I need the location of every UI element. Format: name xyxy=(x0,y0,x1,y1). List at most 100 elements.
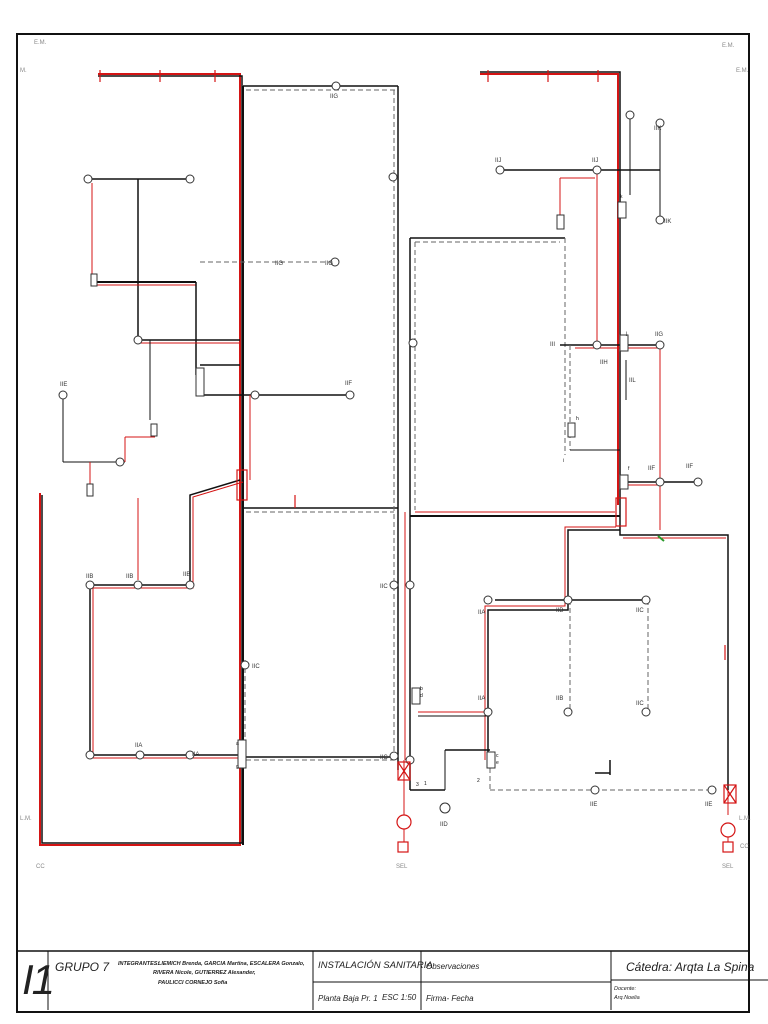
node-label: IIA xyxy=(478,696,485,702)
box-letter: k xyxy=(620,194,623,200)
fixture-node xyxy=(135,750,145,760)
fixture-node xyxy=(483,707,493,717)
node-label: IIC xyxy=(636,701,644,707)
node-label: IIE xyxy=(590,802,597,808)
fitting-box xyxy=(619,474,629,490)
node-label: IIG xyxy=(330,94,338,100)
sel-label-left: SEL xyxy=(396,864,408,870)
box-letter: c xyxy=(496,753,499,759)
fitting-box xyxy=(150,423,158,437)
fitting-box xyxy=(411,687,421,705)
right-house xyxy=(396,70,737,853)
sel-label-right: SEL xyxy=(722,864,734,870)
node-label: IIK xyxy=(664,219,671,225)
box-letter: f xyxy=(628,466,630,472)
node-label: IIB xyxy=(556,696,563,702)
fixture-node xyxy=(655,477,665,487)
group-name: GRUPO 7 xyxy=(55,960,110,974)
fixture-node xyxy=(641,595,651,605)
fixture-node xyxy=(250,390,260,400)
fitting-box xyxy=(486,751,496,769)
fixture-node xyxy=(85,750,95,760)
node-label: IIG xyxy=(275,261,283,267)
fixture-node xyxy=(408,338,418,348)
node-label: IIF xyxy=(686,464,693,470)
members-line-2: RIVERA Nicole, GUTIERREZ Alexander, xyxy=(153,970,256,976)
inspection-box xyxy=(615,497,627,527)
node-label: IIC xyxy=(636,608,644,614)
fixture-node xyxy=(58,390,68,400)
fixture-node xyxy=(655,215,665,225)
lm-label-right: L.M. xyxy=(739,816,751,822)
fixture-node xyxy=(590,785,600,795)
fixture-node xyxy=(563,595,573,605)
em-label-top-left: E.M. xyxy=(34,40,47,46)
fixture-node xyxy=(655,340,665,350)
fitting-box xyxy=(86,483,94,497)
signature-label: Firma- Fecha xyxy=(426,994,474,1003)
fixture-node xyxy=(592,165,602,175)
fitting-box xyxy=(567,422,576,438)
node-label: IIB xyxy=(556,608,563,614)
fitting-box xyxy=(237,739,247,769)
left-red-primary xyxy=(39,73,241,846)
fixture-node xyxy=(641,707,651,717)
members-label: INTEGRANTES: xyxy=(118,961,160,967)
node-label: IIF xyxy=(345,381,352,387)
box-letter: a xyxy=(236,741,239,747)
observations-label: Observaciones xyxy=(426,962,480,971)
fitting-box xyxy=(619,334,629,352)
node-label: IIE xyxy=(705,802,712,808)
node-label: IIC xyxy=(380,755,388,761)
fixture-node xyxy=(655,118,665,128)
fixture-node xyxy=(133,335,143,345)
street-meter xyxy=(720,822,736,838)
box-letter: 2 xyxy=(477,778,480,784)
fixture-node xyxy=(345,390,355,400)
node-label: IIJ xyxy=(495,158,501,164)
street-box xyxy=(397,841,409,853)
title-block-grid xyxy=(47,951,768,1010)
fitting-box xyxy=(556,214,565,230)
node-label: IIC xyxy=(380,584,388,590)
box-letter: 3 xyxy=(416,782,419,788)
node-label: IIJ xyxy=(592,158,598,164)
fitting-box xyxy=(617,201,627,219)
node-label: IIA xyxy=(478,610,485,616)
fixture-node xyxy=(83,174,93,184)
fixture-node xyxy=(592,340,602,350)
fixture-node xyxy=(388,172,398,182)
fixture-node xyxy=(693,477,703,487)
fitting-box xyxy=(90,273,98,287)
fixture-node xyxy=(133,580,143,590)
fixture-node xyxy=(240,660,250,670)
box-letter: b xyxy=(420,686,423,692)
street-meter xyxy=(396,814,412,830)
node-label: IIL xyxy=(629,378,636,384)
node-label: IIE xyxy=(60,382,67,388)
box-letter: j xyxy=(625,331,627,337)
box-letter-group: a b c d e f g h i j k 1 2 3 xyxy=(236,194,630,788)
right-black-main xyxy=(480,71,621,505)
node-label: IIA xyxy=(192,752,199,758)
fixture-node xyxy=(331,81,341,91)
street-connection xyxy=(397,761,411,781)
right-red-main xyxy=(480,73,619,505)
node-label: IIC xyxy=(252,664,260,670)
fixture-node xyxy=(185,750,195,760)
node-label: IIA xyxy=(135,743,142,749)
em-label-right: E.M. xyxy=(736,68,749,74)
fixture-node xyxy=(495,165,505,175)
fixture-node xyxy=(185,174,195,184)
m-label-left: M. xyxy=(20,68,27,74)
node-label: IIG xyxy=(655,332,663,338)
right-drain-red xyxy=(484,526,616,760)
fixture-node xyxy=(707,785,717,795)
node-label: IIH xyxy=(600,360,608,366)
sheet-scale: ESC 1:50 xyxy=(382,993,417,1002)
box-letter: h xyxy=(576,416,579,422)
node-label: IIB xyxy=(126,574,133,580)
members-line-1: LIEMICH Brenda, GARCIA Martina, ESCALERA… xyxy=(158,961,305,967)
teacher-label: Docente: xyxy=(614,986,637,992)
